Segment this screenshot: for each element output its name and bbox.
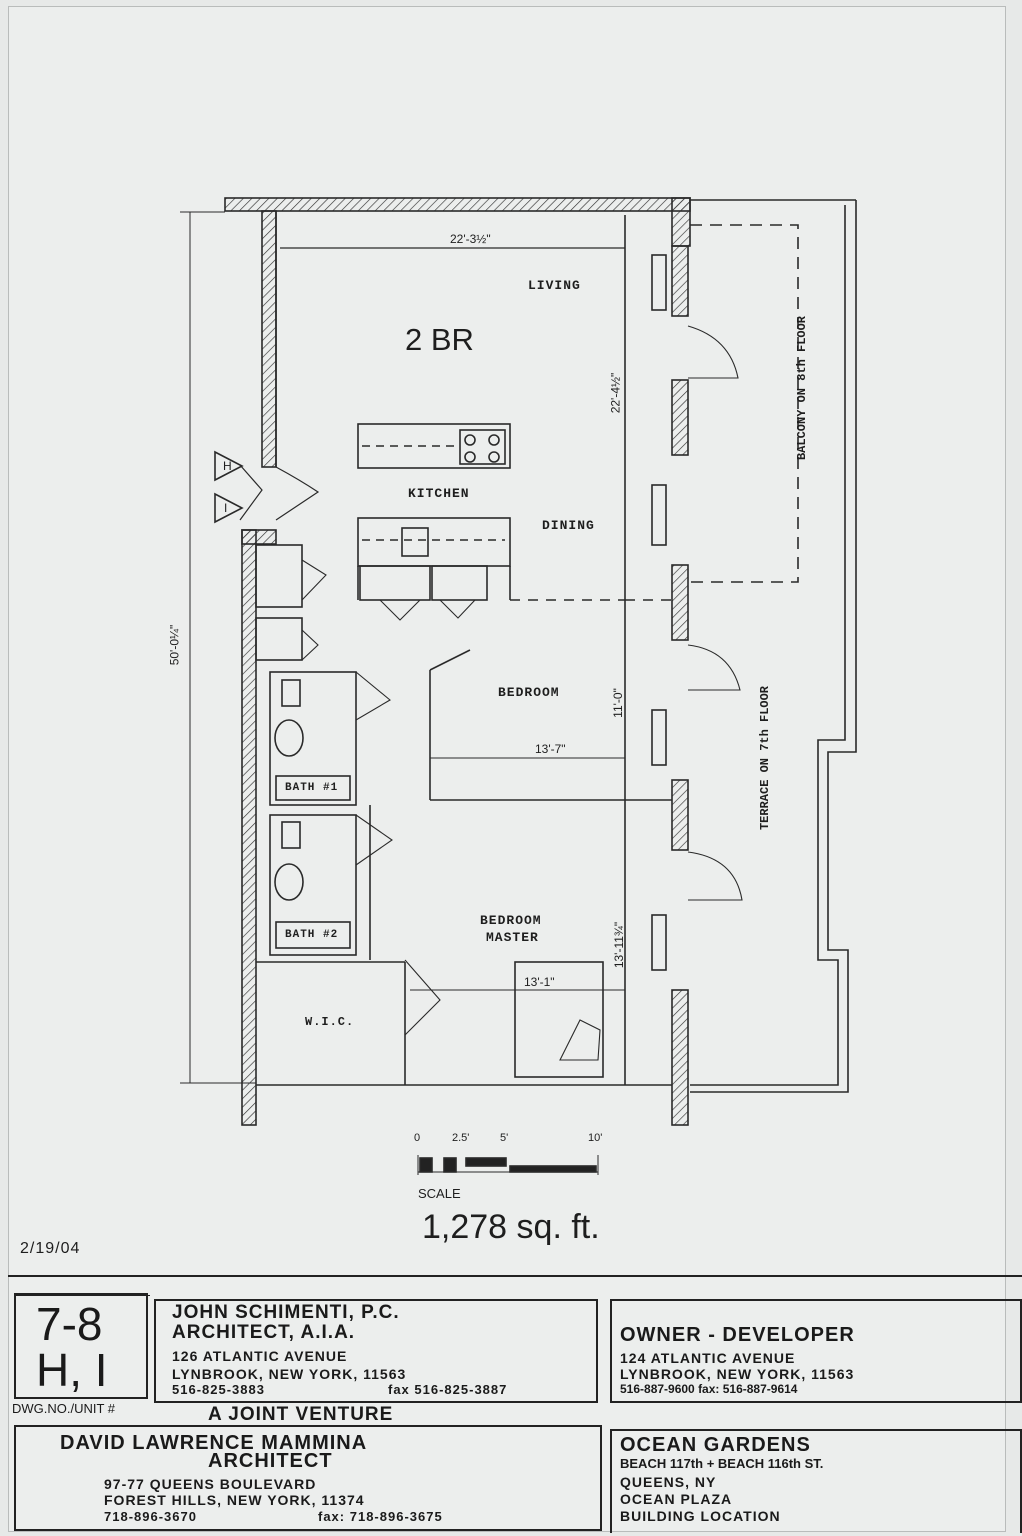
- dim-master-depth: 13'-11¾": [612, 921, 627, 969]
- project-line3: OCEAN PLAZA: [620, 1491, 733, 1507]
- dim-master-width: 13'-1": [524, 975, 555, 989]
- dwg-number-line1: 7-8: [36, 1298, 103, 1350]
- room-label-wic: W.I.C.: [305, 1015, 355, 1029]
- title-block: 7-8 H, I DWG.NO./UNIT # JOHN SCHIMENTI, …: [8, 1275, 1022, 1536]
- left-wall-upper: [261, 210, 277, 468]
- drawing-sheet: [8, 6, 1006, 1532]
- architect1-name2: ARCHITECT, A.I.A.: [172, 1322, 356, 1343]
- joint-venture-label: A JOINT VENTURE: [208, 1404, 394, 1425]
- owner-title: OWNER - DEVELOPER: [620, 1324, 855, 1346]
- balcony-label: BALCONY ON 8th FLOOR: [795, 315, 810, 461]
- dim-bedroom-width: 13'-7": [535, 742, 566, 756]
- project-name: OCEAN GARDENS: [620, 1434, 811, 1456]
- marker-i: I: [224, 501, 228, 515]
- architect1-name1: JOHN SCHIMENTI, P.C.: [172, 1302, 400, 1323]
- left-wall-lower: [241, 529, 257, 1126]
- area-label: 1,278 sq. ft.: [422, 1208, 600, 1246]
- scale-tick-10: 10': [588, 1132, 603, 1144]
- room-label-master-1: BEDROOM: [480, 913, 542, 928]
- architect1-addr1: 126 ATLANTIC AVENUE: [172, 1348, 348, 1364]
- room-label-kitchen: KITCHEN: [408, 486, 470, 501]
- architect2-fax: fax: 718-896-3675: [318, 1509, 443, 1524]
- top-wall: [224, 197, 691, 212]
- room-label-living: LIVING: [528, 278, 581, 293]
- scale-tick-2-5: 2.5': [452, 1132, 470, 1144]
- scale-tick-0: 0: [414, 1132, 421, 1144]
- right-wall-seg1: [671, 245, 689, 317]
- architect1-fax: fax 516-825-3887: [388, 1382, 508, 1397]
- architect1-box: [154, 1299, 598, 1403]
- architect2-name1: DAVID LAWRENCE MAMMINA: [60, 1432, 368, 1454]
- scale-tick-5: 5': [500, 1132, 509, 1144]
- owner-addr2: LYNBROOK, NEW YORK, 11563: [620, 1366, 855, 1382]
- room-label-bath2: BATH #2: [285, 929, 339, 941]
- unit-type-label: 2 BR: [405, 322, 474, 357]
- architect1-phone: 516-825-3883: [172, 1382, 265, 1397]
- project-line2: QUEENS, NY: [620, 1474, 717, 1490]
- dwg-number-box: [14, 1293, 148, 1399]
- scale-label: SCALE: [418, 1186, 461, 1201]
- dim-living-depth: 22'-4½": [608, 372, 623, 414]
- owner-phone: 516-887-9600 fax: 516-887-9614: [620, 1382, 798, 1396]
- architect2-addr2: FOREST HILLS, NEW YORK, 11374: [104, 1492, 365, 1508]
- architect2-box: [14, 1425, 602, 1531]
- project-line4: BUILDING LOCATION: [620, 1508, 781, 1524]
- dwg-number-caption: DWG.NO./UNIT #: [12, 1401, 116, 1416]
- room-label-master-2: MASTER: [486, 930, 539, 945]
- architect1-addr2: LYNBROOK, NEW YORK, 11563: [172, 1366, 407, 1382]
- top-right-wall: [671, 197, 691, 247]
- architect2-addr1: 97-77 QUEENS BOULEVARD: [104, 1476, 317, 1492]
- architect2-phone: 718-896-3670: [104, 1509, 197, 1524]
- room-label-bath1: BATH #1: [285, 782, 339, 794]
- dim-living-width: 22'-3½": [450, 232, 491, 246]
- room-label-dining: DINING: [542, 518, 595, 533]
- room-label-bedroom: BEDROOM: [498, 685, 560, 700]
- architect2-name2: ARCHITECT: [208, 1450, 333, 1472]
- terrace-label: TERRACE ON 7th FLOOR: [758, 685, 773, 831]
- owner-addr1: 124 ATLANTIC AVENUE: [620, 1350, 796, 1366]
- owner-box: [610, 1299, 1022, 1403]
- dim-bedroom-depth: 11'-0": [610, 688, 625, 718]
- floor-plan-drawing: [180, 197, 857, 1175]
- dim-overall-depth: 50'-0¼": [167, 624, 182, 666]
- date-label: 2/19/04: [20, 1240, 81, 1257]
- project-box: [610, 1429, 1022, 1533]
- marker-h: H: [223, 459, 232, 473]
- dwg-number-line2: H, I: [36, 1344, 108, 1396]
- project-line1: BEACH 117th + BEACH 116th ST.: [620, 1456, 824, 1471]
